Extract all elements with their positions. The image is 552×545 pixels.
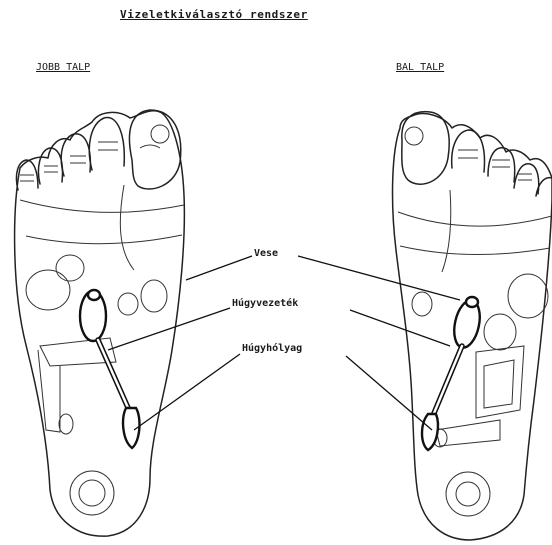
left-sole (393, 112, 552, 540)
right-sole-kidney-ureter-bladder (80, 290, 139, 448)
right-sole (15, 110, 185, 536)
right-sole-toes (16, 110, 180, 190)
left-sole-toes (402, 112, 552, 196)
left-sole-zones (398, 190, 552, 516)
